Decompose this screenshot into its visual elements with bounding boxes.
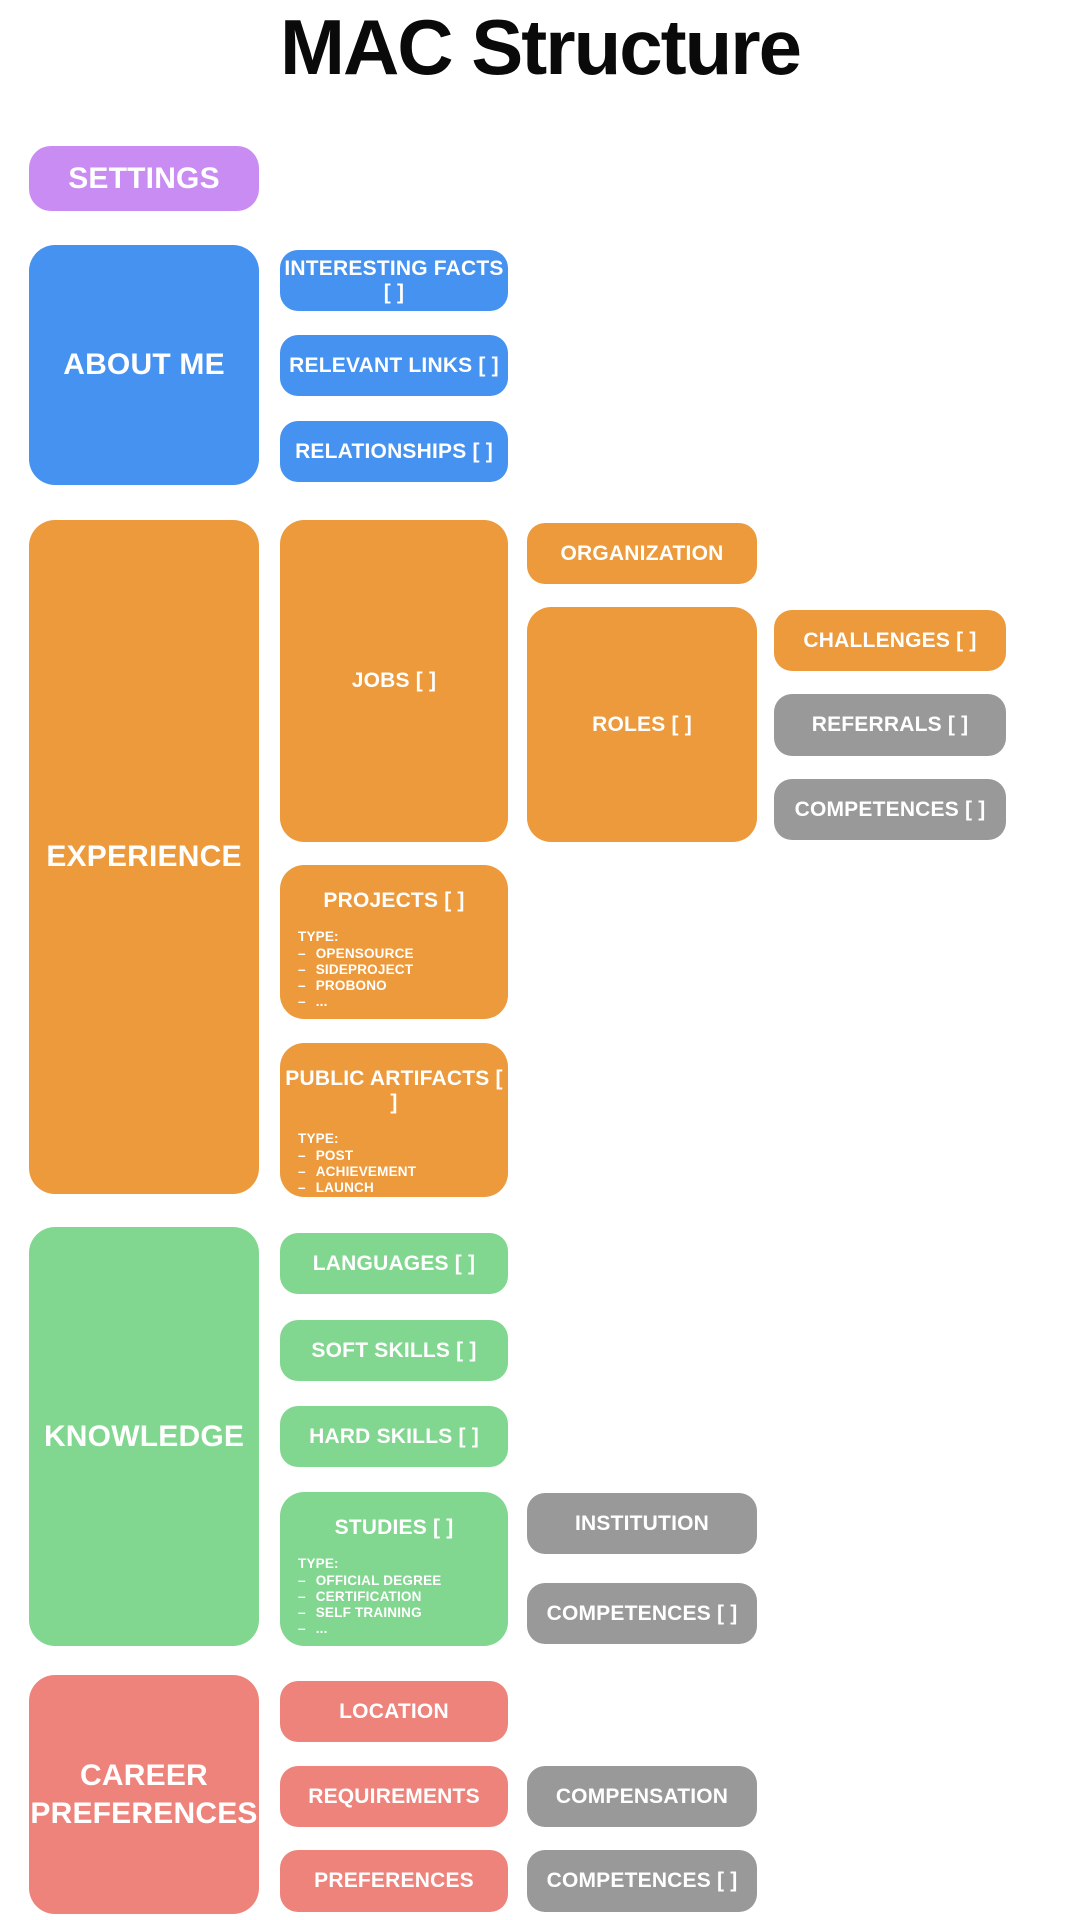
node-hard-skills: HARD SKILLS [ ] <box>280 1406 508 1467</box>
node-referrals: REFERRALS [ ] <box>774 694 1006 756</box>
dash-bullet: – <box>298 977 306 993</box>
type-item: –POST <box>298 1148 498 1164</box>
type-item: –... <box>298 1621 498 1637</box>
type-item-label: LAUNCH <box>315 1179 374 1195</box>
type-item: –LAUNCH <box>298 1180 498 1196</box>
type-item-label: OFFICIAL DEGREE <box>315 1572 442 1588</box>
node-studies-competences: COMPETENCES [ ] <box>527 1583 757 1644</box>
dash-bullet: – <box>298 1147 306 1163</box>
type-item: –ACHIEVEMENT <box>298 1164 498 1180</box>
type-item: –CERTIFICATION <box>298 1589 498 1605</box>
node-preferences: PREFERENCES <box>280 1850 508 1912</box>
dash-bullet: – <box>298 993 306 1009</box>
node-label: CHALLENGES [ ] <box>803 628 977 652</box>
node-settings: SETTINGS <box>29 146 259 211</box>
node-interesting-facts: INTERESTING FACTS [ ] <box>280 250 508 311</box>
node-roles: ROLES [ ] <box>527 607 757 842</box>
node-studies: STUDIES [ ] TYPE: –OFFICIAL DEGREE –CERT… <box>280 1492 508 1646</box>
dash-bullet: – <box>298 1179 306 1195</box>
node-career-competences: COMPETENCES [ ] <box>527 1850 757 1912</box>
node-label: PROJECTS [ ] <box>323 889 465 912</box>
node-label: INSTITUTION <box>574 1511 710 1535</box>
node-career-preferences: CAREER PREFERENCES <box>29 1675 259 1914</box>
node-label: LOCATION <box>339 1699 449 1723</box>
type-item-label: SELF TRAINING <box>315 1604 422 1620</box>
dash-bullet: – <box>298 961 306 977</box>
node-location: LOCATION <box>280 1681 508 1742</box>
node-label: RELEVANT LINKS [ ] <box>289 353 499 377</box>
type-item-label: ... <box>315 993 328 1009</box>
node-jobs: JOBS [ ] <box>280 520 508 842</box>
node-label: EXPERIENCE <box>46 840 242 874</box>
node-label: CAREER PREFERENCES <box>30 1759 258 1830</box>
dash-bullet: – <box>298 1588 306 1604</box>
page-title: MAC Structure <box>279 3 802 91</box>
type-item-label: OPENSOURCE <box>315 945 414 961</box>
type-item: –OFFICIAL DEGREE <box>298 1573 498 1589</box>
node-label: COMPENSATION <box>555 1784 729 1808</box>
node-public-artifacts: PUBLIC ARTIFACTS [ ] TYPE: –POST –ACHIEV… <box>280 1043 508 1211</box>
node-label: COMPETENCES [ ] <box>794 797 986 821</box>
node-relevant-links: RELEVANT LINKS [ ] <box>280 335 508 396</box>
type-heading: TYPE: <box>298 1131 339 1146</box>
node-label: SETTINGS <box>68 161 220 195</box>
dash-bullet: – <box>298 1572 306 1588</box>
node-label: ROLES [ ] <box>592 712 692 736</box>
node-label: PUBLIC ARTIFACTS [ ] <box>285 1067 503 1114</box>
node-about-me: ABOUT ME <box>29 245 259 485</box>
type-item-label: POST <box>315 1147 354 1163</box>
dash-bullet: – <box>298 1195 306 1211</box>
dash-bullet: – <box>298 945 306 961</box>
node-label: RELATIONSHIPS [ ] <box>295 439 493 463</box>
type-item: –... <box>298 1196 498 1212</box>
node-institution: INSTITUTION <box>527 1493 757 1554</box>
type-list: TYPE: –OFFICIAL DEGREE –CERTIFICATION –S… <box>280 1540 508 1637</box>
node-label: STUDIES [ ] <box>334 1516 454 1539</box>
type-heading: TYPE: <box>298 929 339 944</box>
type-list: TYPE: –OPENSOURCE –SIDEPROJECT –PROBONO … <box>280 913 508 1010</box>
type-heading: TYPE: <box>298 1556 339 1571</box>
type-item-label: ... <box>315 1195 328 1211</box>
node-languages: LANGUAGES [ ] <box>280 1233 508 1294</box>
node-label: SOFT SKILLS [ ] <box>311 1338 477 1362</box>
node-label: REFERRALS [ ] <box>811 713 969 736</box>
node-projects: PROJECTS [ ] TYPE: –OPENSOURCE –SIDEPROJ… <box>280 865 508 1019</box>
node-label: PREFERENCES <box>314 1869 474 1892</box>
node-compensation: COMPENSATION <box>527 1766 757 1827</box>
node-label: LANGUAGES [ ] <box>312 1251 476 1275</box>
node-soft-skills: SOFT SKILLS [ ] <box>280 1320 508 1381</box>
type-item: –OPENSOURCE <box>298 946 498 962</box>
node-label: ABOUT ME <box>63 348 225 382</box>
node-knowledge: KNOWLEDGE <box>29 1227 259 1646</box>
node-label: JOBS [ ] <box>351 669 437 692</box>
node-label: ORGANIZATION <box>560 541 724 565</box>
type-item-label: SIDEPROJECT <box>315 961 414 977</box>
node-label: HARD SKILLS [ ] <box>309 1424 479 1448</box>
dash-bullet: – <box>298 1604 306 1620</box>
node-label: COMPETENCES [ ] <box>546 1601 738 1625</box>
node-roles-competences: COMPETENCES [ ] <box>774 779 1006 840</box>
type-list: TYPE: –POST –ACHIEVEMENT –LAUNCH –... <box>280 1115 508 1212</box>
node-relationships: RELATIONSHIPS [ ] <box>280 421 508 482</box>
node-label: INTERESTING FACTS [ ] <box>284 256 504 304</box>
node-label: COMPETENCES [ ] <box>546 1869 738 1892</box>
node-label: REQUIREMENTS <box>308 1784 480 1808</box>
node-challenges: CHALLENGES [ ] <box>774 610 1006 671</box>
type-item-label: ACHIEVEMENT <box>315 1163 417 1179</box>
type-item-label: PROBONO <box>315 977 387 993</box>
node-organization: ORGANIZATION <box>527 523 757 584</box>
type-item-label: CERTIFICATION <box>315 1588 422 1604</box>
node-label: KNOWLEDGE <box>43 1419 245 1453</box>
type-item: –SELF TRAINING <box>298 1605 498 1621</box>
type-item-label: ... <box>315 1620 328 1636</box>
type-item: –SIDEPROJECT <box>298 962 498 978</box>
type-item: –... <box>298 994 498 1010</box>
dash-bullet: – <box>298 1620 306 1636</box>
node-requirements: REQUIREMENTS <box>280 1766 508 1827</box>
node-experience: EXPERIENCE <box>29 520 259 1194</box>
dash-bullet: – <box>298 1163 306 1179</box>
type-item: –PROBONO <box>298 978 498 994</box>
